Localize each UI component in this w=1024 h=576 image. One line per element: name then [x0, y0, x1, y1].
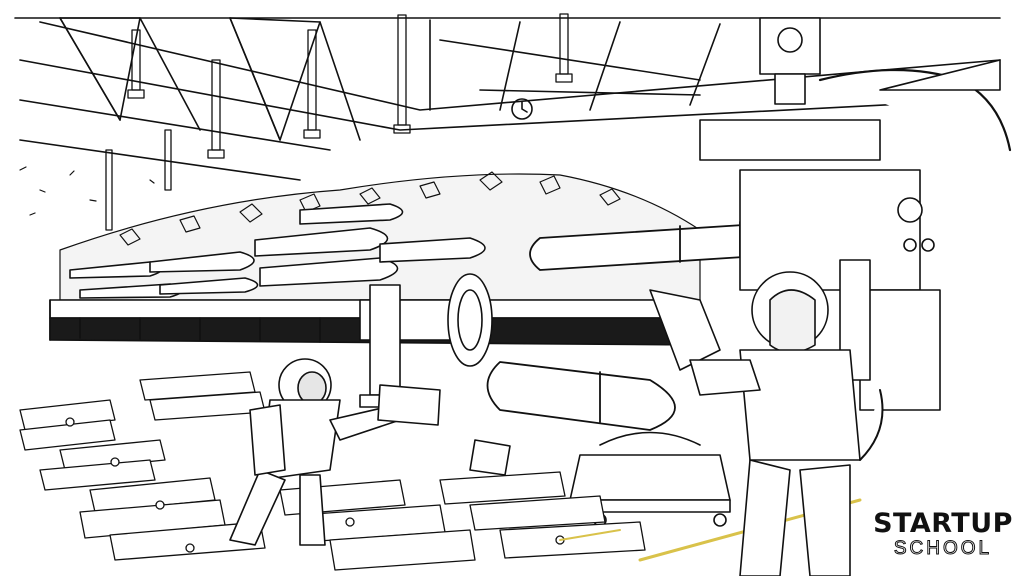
held-banknotes	[377, 384, 511, 476]
logo-line-startup: STARTUP	[873, 508, 1013, 539]
wall-clock-icon	[511, 98, 533, 120]
startup-school-logo: STARTUP SCHOOL	[862, 492, 1024, 576]
logo-line-school: SCHOOL	[893, 538, 993, 559]
astronaut-left	[229, 358, 401, 546]
astronaut-right	[649, 259, 884, 576]
robot-machine	[699, 17, 1012, 411]
missiles-on-belt	[69, 203, 486, 299]
ceiling-trusses	[14, 17, 1001, 181]
hanging-fixtures	[105, 13, 573, 231]
cash-stacks	[19, 371, 646, 571]
